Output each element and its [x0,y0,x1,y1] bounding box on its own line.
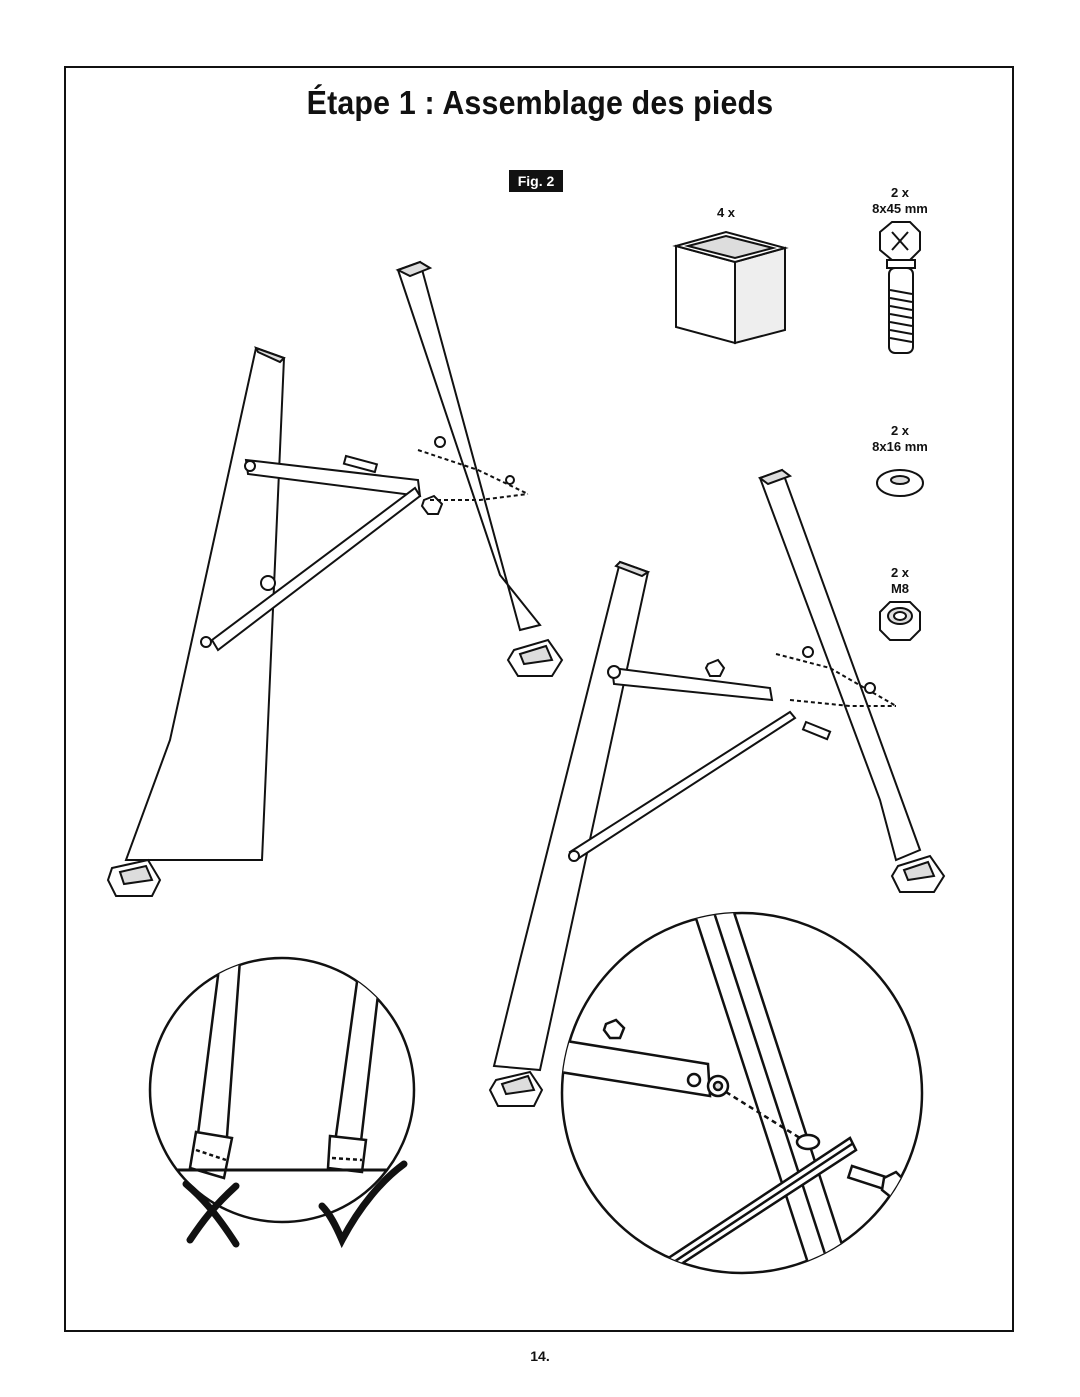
figure-label: Fig. 2 [509,170,563,192]
page-frame [64,66,1014,1332]
correct-check-icon [318,1160,408,1249]
page-number: 14. [530,1348,550,1364]
nut-qty: 2 x [890,565,910,580]
nut-size: M8 [890,581,910,596]
right-leg-assembly [492,468,922,1072]
foot-cap [890,854,946,893]
bolt-icon [879,221,921,354]
bolt-size: 8x45 mm [872,201,928,216]
foot-cap [506,638,564,677]
foot-cap [488,1070,544,1107]
foot-cap-detail-circle [148,956,416,1249]
foot-cap-icon [672,230,789,345]
washer-size: 8x16 mm [872,439,928,454]
foot-cap [106,858,162,897]
washer-qty: 2 x [890,423,910,438]
foot-cap-qty: 4 x [716,205,736,220]
page-title: Étape 1 : Assemblage des pieds [306,84,774,121]
washer-icon [876,469,924,497]
bolt-qty: 2 x [890,185,910,200]
bolt-detail-circle [560,911,924,1275]
left-leg-assembly [124,260,542,861]
hex-nut-icon [879,601,921,641]
incorrect-x-icon [182,1180,240,1248]
